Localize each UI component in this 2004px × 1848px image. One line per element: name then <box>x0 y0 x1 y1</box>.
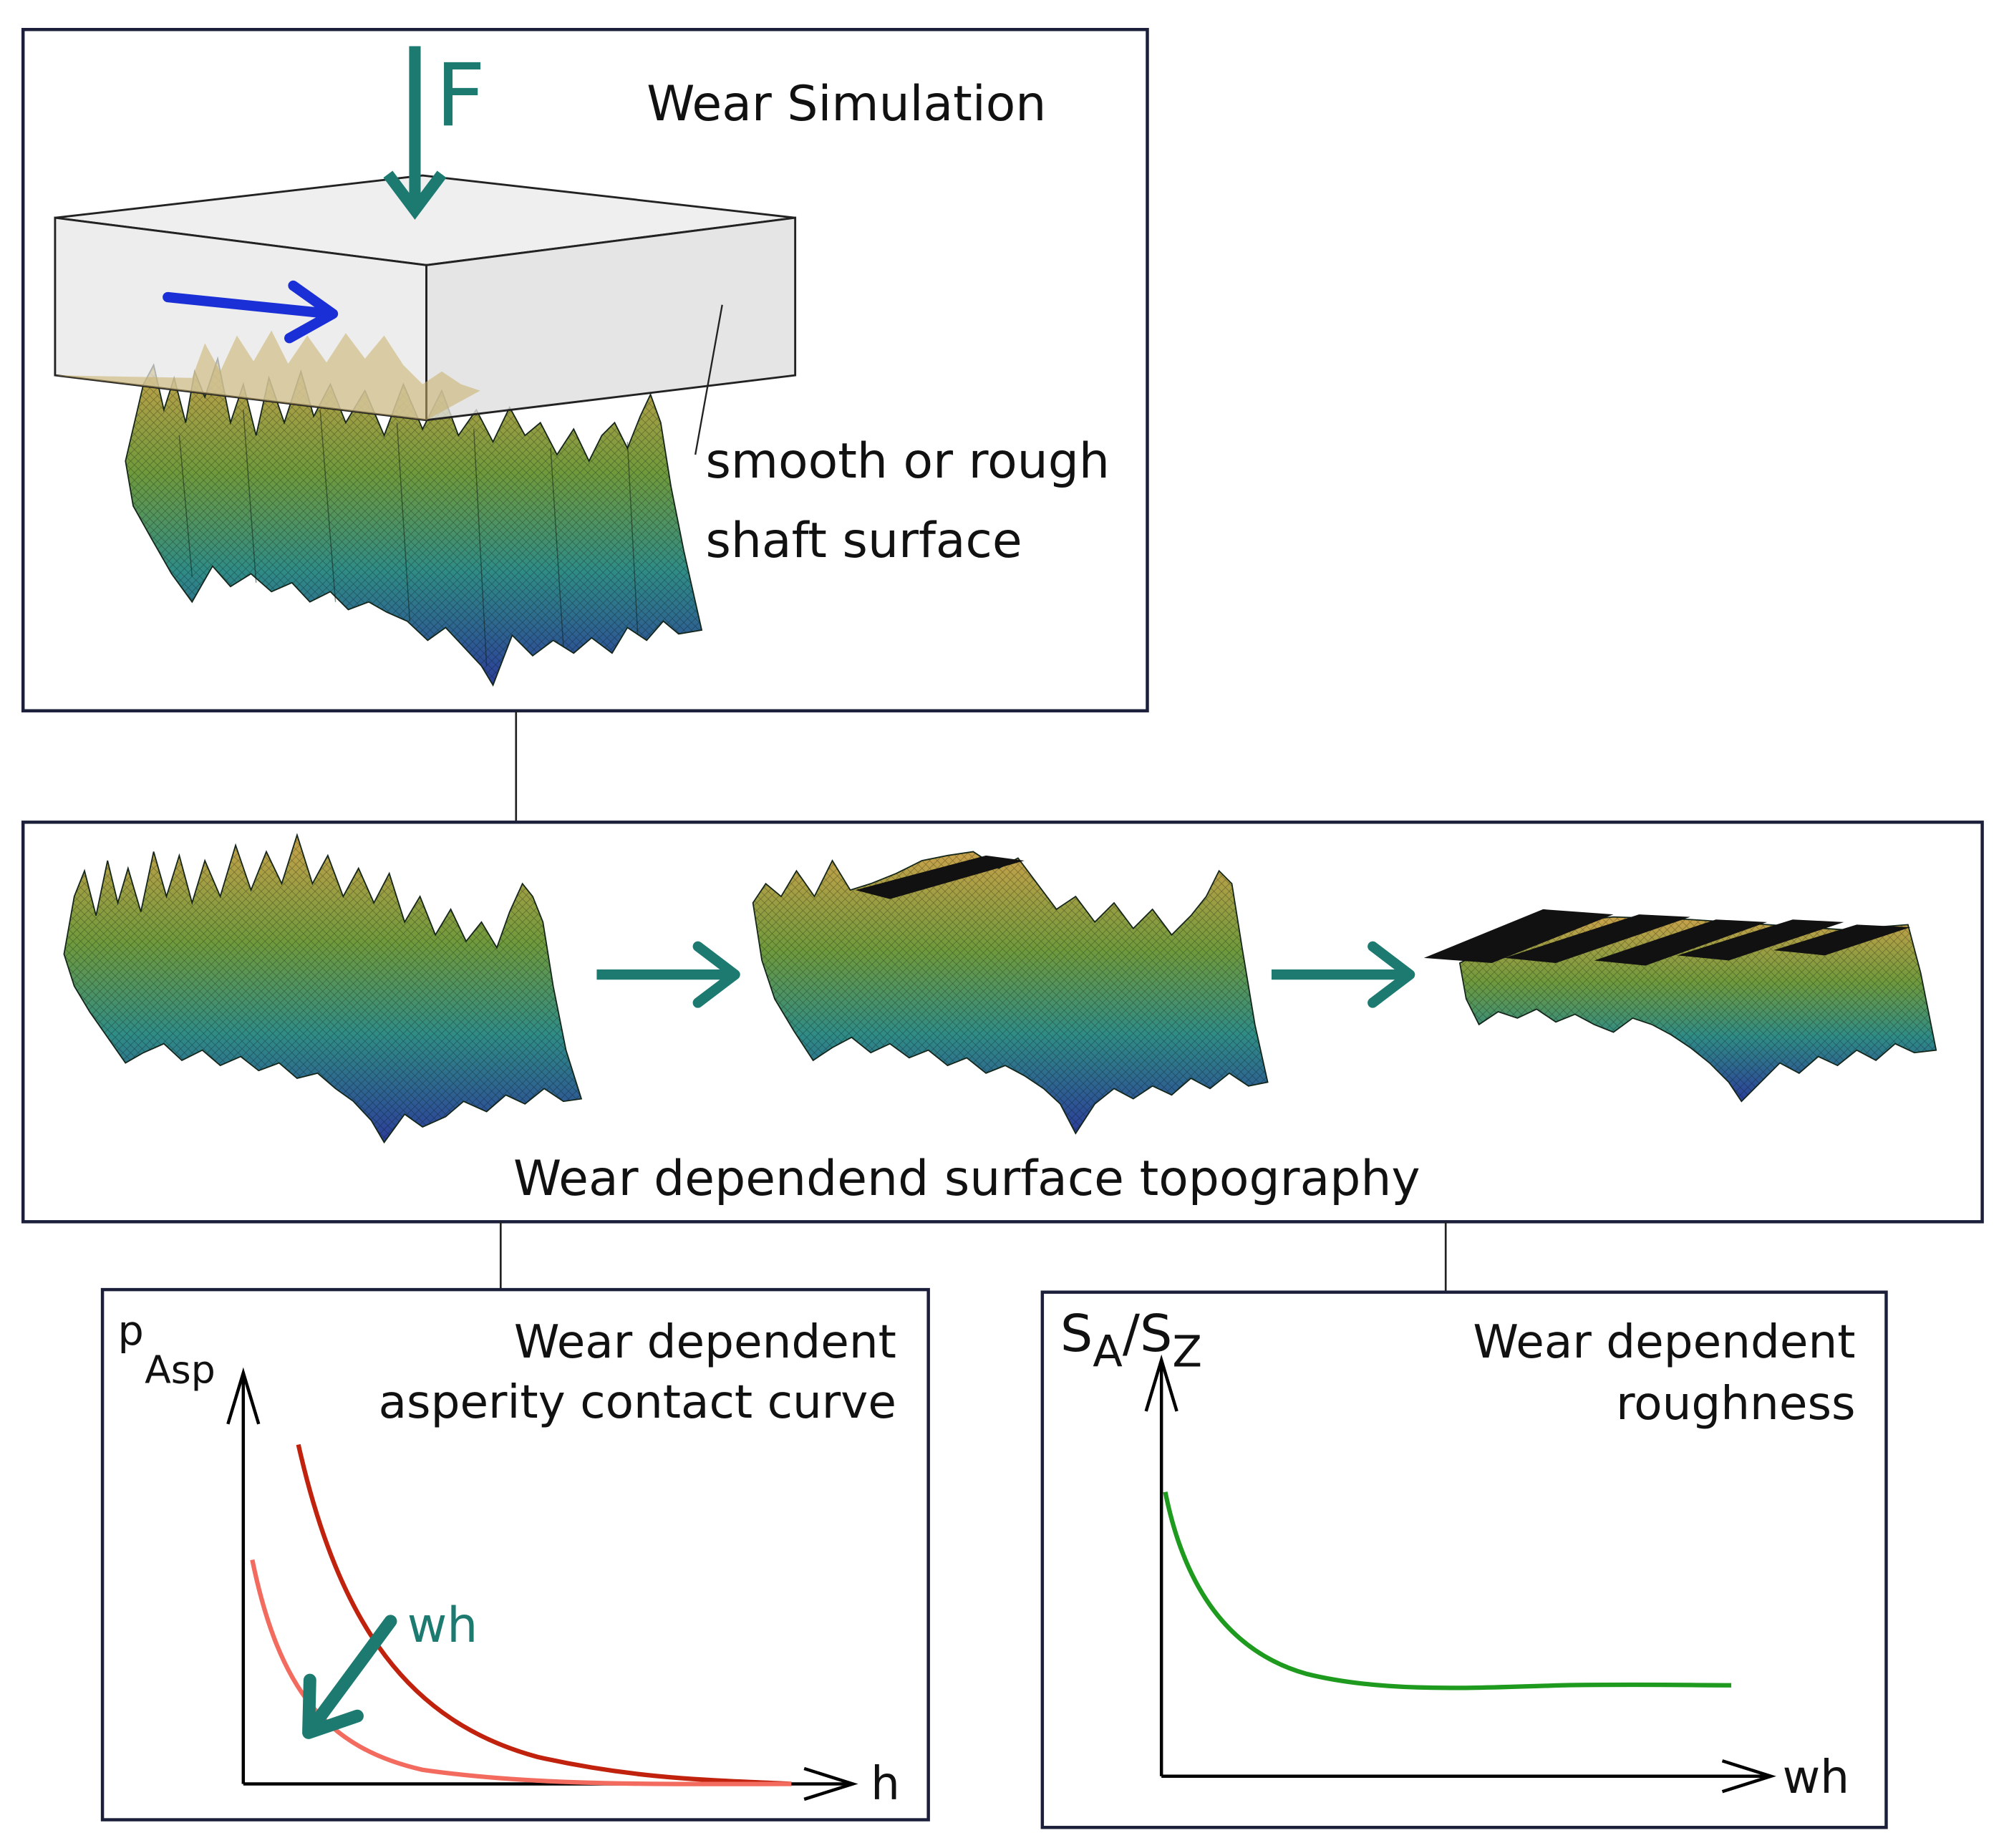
roughness-title-line1: Wear dependent <box>1473 1315 1855 1369</box>
roughness-x-label: wh <box>1783 1751 1849 1804</box>
topography-panel: Wear dependend surface topography <box>21 821 1984 1224</box>
topography-stage-3 <box>1423 909 1937 1103</box>
wear-arrow-icon <box>302 1615 397 1739</box>
progress-arrow-icon-1 <box>596 941 740 1008</box>
roughness-frame <box>1040 1290 1888 1829</box>
asperity-curve-original <box>296 1443 792 1786</box>
asperity-curve-worn <box>250 1559 792 1786</box>
asperity-frame <box>100 1287 930 1822</box>
rough-shaft-surface <box>125 356 703 687</box>
asperity-y-axis <box>226 1367 261 1784</box>
surface-callout-line <box>694 304 723 455</box>
wear-simulation-title: Wear Simulation <box>647 76 1046 132</box>
asperity-y-label: p <box>118 1307 144 1355</box>
asperity-title-line2: asperity contact curve <box>379 1375 896 1429</box>
topography-stage-1 <box>63 833 583 1144</box>
roughness-y-label: SA/SZ <box>1060 1304 1202 1377</box>
asperity-x-label: h <box>871 1757 900 1811</box>
topography-caption: Wear dependend surface topography <box>513 1151 1420 1207</box>
surface-label-line2: shaft surface <box>705 513 1022 569</box>
roughness-title-line2: roughness <box>1616 1377 1855 1431</box>
asperity-curve-panel: Wear dependent asperity contact curve p … <box>100 1287 930 1822</box>
wear-arrow-label: wh <box>407 1597 478 1654</box>
topography-stage-2 <box>752 851 1269 1135</box>
force-arrow-icon <box>383 46 447 220</box>
roughness-panel: Wear dependent roughness SA/SZ wh <box>1040 1290 1888 1829</box>
wear-simulation-panel: Wear Simulation smooth or rough shaft su… <box>21 27 1149 712</box>
progress-arrow-icon-2 <box>1271 941 1415 1008</box>
surface-label-line1: smooth or rough <box>705 433 1109 490</box>
force-label: F <box>435 44 485 146</box>
asperity-y-label-subscript: Asp <box>145 1348 216 1393</box>
sliding-block <box>54 174 797 422</box>
sliding-direction-arrow-icon <box>163 280 339 344</box>
roughness-y-axis <box>1144 1354 1178 1776</box>
roughness-curve <box>1163 1491 1732 1690</box>
asperity-title-line1: Wear dependent <box>514 1315 896 1369</box>
roughness-x-axis <box>1161 1759 1776 1794</box>
